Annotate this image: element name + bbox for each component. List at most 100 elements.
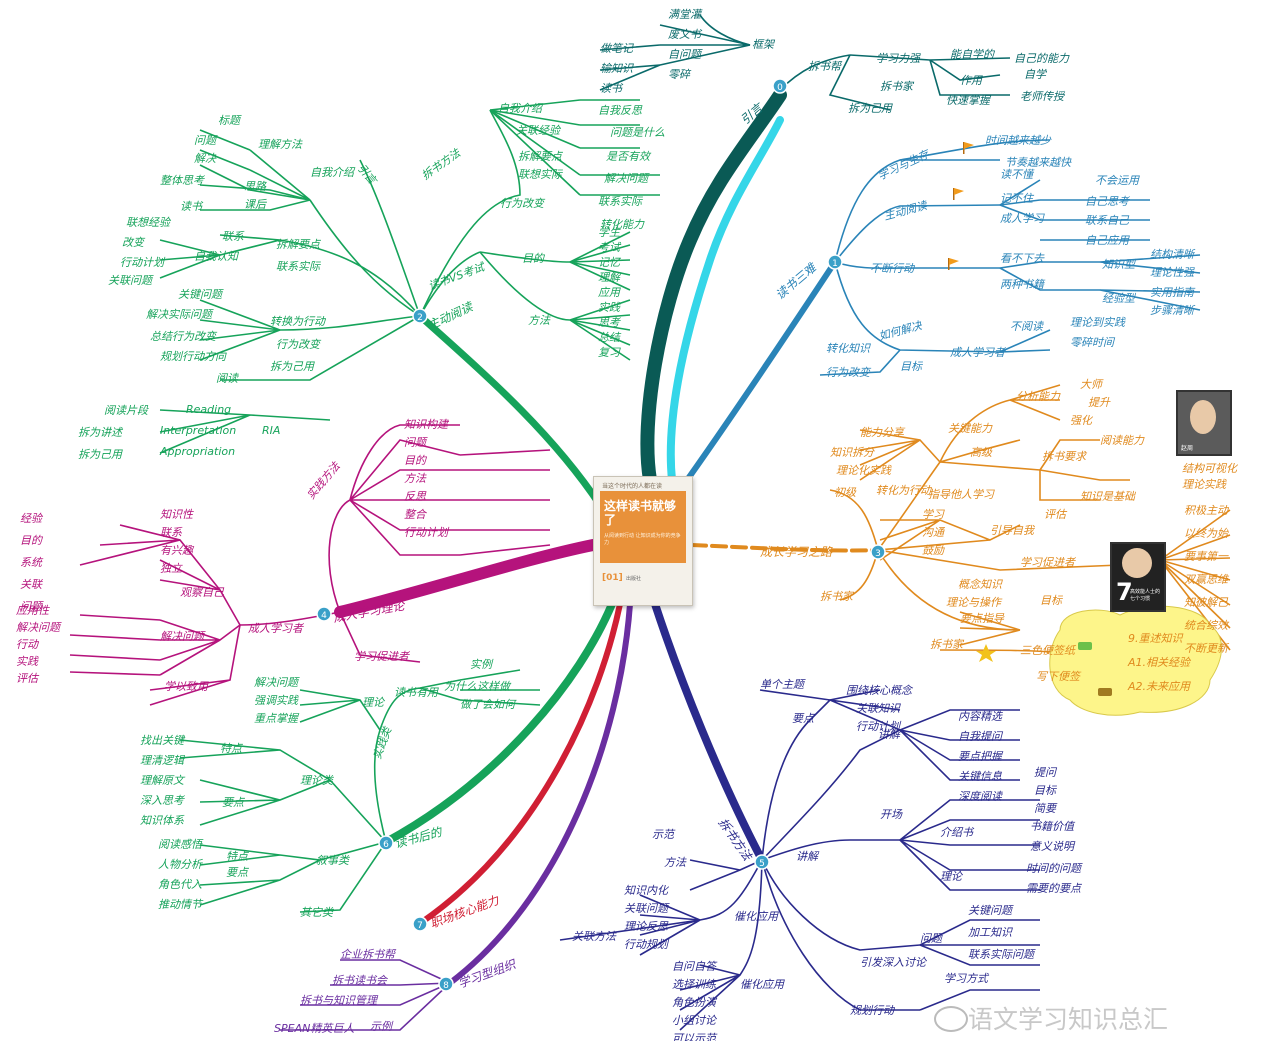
adult-item: 有兴趣 [160, 544, 195, 557]
node-label: 读书有用 [394, 686, 439, 699]
node-label: Interpretation [160, 424, 236, 437]
node-label: 联想经验 [126, 216, 172, 229]
node-label: 自己应用 [1085, 234, 1130, 247]
label-icon [1078, 642, 1092, 650]
node-label: 解决实际问题 [146, 308, 214, 321]
node-label: 目标 [1040, 594, 1064, 607]
branch-6-title: 读书后的 [393, 824, 445, 850]
node-label: 提升 [1088, 396, 1111, 409]
node-label: 联系实际 [598, 195, 643, 208]
node-label: 学习方式 [944, 972, 990, 985]
node-label: 目的 [522, 252, 546, 265]
node-label: 实践方法 [304, 459, 343, 502]
adult-item: 经验 [20, 512, 44, 525]
node-label: 鼓励 [922, 544, 945, 557]
node-label: 看不下去 [1000, 252, 1045, 265]
node-label: 作用 [960, 74, 983, 87]
node-label: 学习促进者 [1020, 556, 1077, 569]
node-label: 老师传授 [1020, 90, 1066, 103]
node-label: 讲解 [796, 850, 820, 863]
plan-item: 自问自答 [672, 960, 718, 973]
node-label: 经验型 [1102, 292, 1137, 305]
svg-text:1: 1 [832, 259, 838, 269]
svg-text:7: 7 [417, 921, 423, 931]
node-label: 自我介绍 [310, 166, 356, 179]
node-label: 指导他人学习 [928, 488, 995, 501]
node-label: 示例 [370, 1020, 394, 1033]
marker-4 [316, 606, 332, 622]
node-label: 要点指导 [960, 612, 1005, 625]
label-icon [1098, 688, 1112, 696]
node-label: 理论 [362, 696, 386, 709]
habit-item: 以终为始 [1184, 527, 1229, 540]
node-label: 关键问题 [178, 288, 224, 301]
framework-item: 满堂灌 [668, 8, 703, 21]
node-label: 初级 [834, 486, 857, 499]
habit-item: 知彼解己 [1184, 596, 1229, 609]
sticky-note-cloud [1049, 605, 1223, 716]
catalyze-item: 理论反思 [624, 920, 669, 933]
svg-text:5: 5 [759, 859, 765, 869]
adult-item: 目的 [20, 534, 44, 547]
practice-item: 行动计划 [404, 526, 450, 539]
seven-habits-number: 7 [1116, 578, 1133, 606]
node-label: 主动阅读 [882, 199, 929, 223]
node-label: 联系实际 [276, 260, 321, 273]
node-label: 目标 [900, 360, 924, 373]
node-label: 时间越来越少 [985, 134, 1052, 147]
node-label: 理论与操作 [946, 596, 1003, 609]
vs-item: 复习 [598, 346, 621, 359]
node-label: 关联经验 [516, 124, 562, 137]
marker-3 [870, 544, 886, 560]
open-item: 目标 [1034, 784, 1058, 797]
node-label: 催化应用 [740, 978, 785, 991]
node-label: 单个主题 [760, 678, 806, 691]
node-label: 拆书家 [820, 590, 855, 603]
node-label: 关联知识 [856, 702, 901, 715]
branch-8-title: 学习型组织 [456, 956, 519, 990]
node-label: 学以致用 [164, 680, 209, 693]
problem-item: 行动 [16, 638, 40, 651]
node-label: 开场 [880, 808, 903, 821]
adult-item: 独立 [160, 562, 183, 575]
node-label: 理论 [940, 870, 964, 883]
node-label: 学习 [922, 508, 945, 521]
branch-8-lines [280, 959, 451, 1031]
node-label: 规划行动方向 [160, 350, 227, 363]
node-label: 标题 [218, 114, 242, 127]
framework-item: 自问题 [668, 48, 703, 61]
node-label: 转化能力 [600, 218, 645, 231]
node-label: 结构清晰 [1150, 248, 1196, 261]
question-item: 加工知识 [968, 926, 1013, 939]
node-label: 不会运用 [1095, 174, 1140, 187]
problem-item: 评估 [16, 672, 40, 685]
trunk-b6 [382, 600, 616, 846]
vs-item: 总结 [598, 331, 622, 344]
narrative-item: 人物分析 [158, 858, 204, 871]
node-label: 知识是基础 [1080, 490, 1136, 503]
adult-item: 联系 [160, 526, 183, 539]
seven-habits-caption: 高效能人士的七个习惯 [1130, 589, 1161, 602]
theory-item: 找出关键 [140, 734, 186, 747]
node-label: 行动计划 [856, 720, 902, 733]
watermark: 语文学习知识总汇 [968, 1005, 1169, 1034]
node-label: 拆书与知识管理 [300, 994, 379, 1007]
node-label: 行动计划 [120, 256, 166, 269]
node-label: 成人学习者 [248, 622, 305, 635]
explain-item: 内容精选 [958, 710, 1003, 723]
node-label: 快速掌握 [946, 94, 992, 107]
node-label: SPEAN精英巨人 [274, 1022, 354, 1035]
node-label: 催化应用 [734, 910, 779, 923]
branch-trunks [334, 88, 880, 986]
node-label: 阅读 [216, 372, 239, 385]
node-label: 关联方法 [572, 930, 617, 943]
node-label: 解决问题 [604, 172, 650, 185]
book-title: 这样读书就够了 [604, 499, 677, 527]
practice-item: 知识构建 [404, 418, 450, 431]
node-label: 引导自我 [990, 524, 1035, 537]
node-label: 叙事类 [316, 854, 351, 867]
node-label: 自我认知 [194, 250, 240, 263]
branch-3-title: 成长学习之路 [760, 545, 833, 559]
wechat-icon [934, 1006, 968, 1032]
